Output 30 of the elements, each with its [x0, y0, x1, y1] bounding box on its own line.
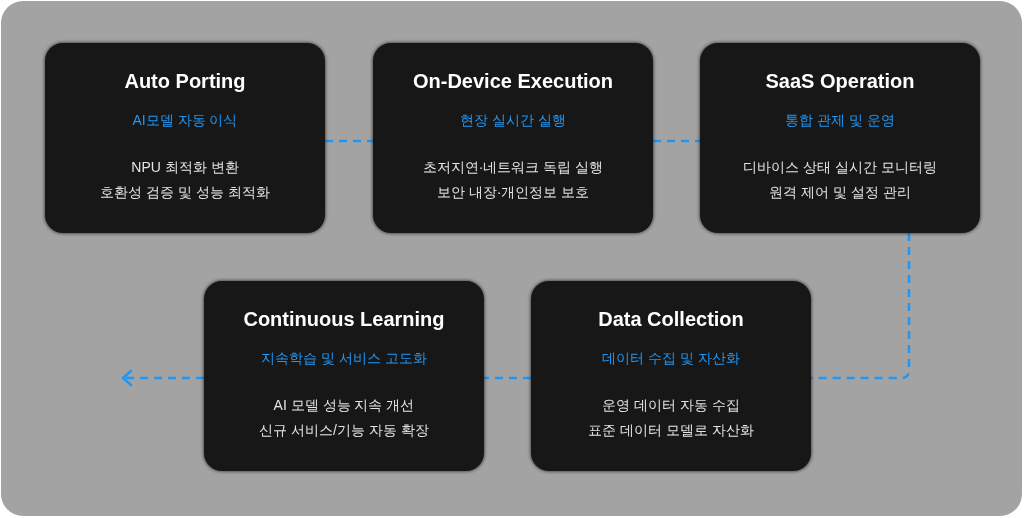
connector-line: [484, 376, 531, 380]
box-text: 원격 제어 및 설정 관리: [769, 183, 911, 201]
box-title: SaaS Operation: [765, 69, 915, 93]
box-text: 운영 데이터 자동 수집: [602, 396, 740, 414]
arrow: [121, 369, 204, 387]
box-title: Data Collection: [598, 307, 744, 331]
box-text: 보안 내장·개인정보 보호: [436, 183, 590, 201]
box-subtitle: 데이터 수집 및 자산화: [602, 349, 740, 367]
box-text: NPU 최적화 변환: [131, 158, 239, 176]
box-text: 표준 데이터 모델로 자산화: [588, 421, 754, 439]
box-text: 신규 서비스/기능 자동 확장: [259, 421, 429, 439]
box-subtitle: AI모델 자동 이식: [132, 111, 238, 129]
process-box: [531, 281, 811, 471]
connector-line: [811, 233, 911, 380]
box-subtitle: 지속학습 및 서비스 고도화: [261, 349, 427, 367]
connector-line: [325, 139, 373, 143]
process-box: [45, 43, 325, 233]
connector-line: [653, 139, 700, 143]
box-title: Continuous Learning: [243, 307, 445, 331]
box-text: AI 모델 성능 지속 개선: [273, 396, 415, 414]
box-title: On-Device Execution: [412, 69, 614, 93]
box-text: 디바이스 상태 실시간 모니터링: [743, 158, 937, 176]
box-subtitle: 현장 실시간 실행: [460, 111, 566, 129]
box-text: 초저지연·네트워크 독립 실행: [422, 158, 604, 176]
process-box: [204, 281, 484, 471]
box-text: 호환성 검증 및 성능 최적화: [100, 183, 270, 201]
process-box: [373, 43, 653, 233]
box-subtitle: 통합 관제 및 운영: [785, 111, 895, 129]
process-box: [700, 43, 980, 233]
box-title: Auto Porting: [124, 69, 246, 93]
